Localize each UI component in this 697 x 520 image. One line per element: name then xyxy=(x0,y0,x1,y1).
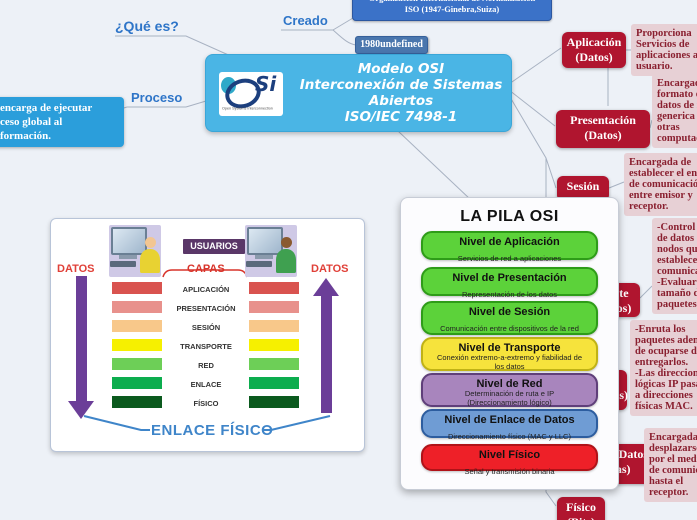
proceso-desc-line3: formación. xyxy=(0,130,52,142)
person-icon xyxy=(281,237,292,248)
monitor-icon xyxy=(247,227,283,255)
capas-figure-image: USUARIOS DATOS CAPAS DATOS APLICACIÓN PR… xyxy=(50,218,365,452)
layer-label-transporte: TRANSPORTE xyxy=(180,342,232,351)
computer-user-clipart-left xyxy=(109,225,161,277)
person-icon xyxy=(145,237,156,248)
keyboard-icon xyxy=(110,261,136,267)
desc-transporte[interactable]: -Control de flujode datos entre nodos qu… xyxy=(652,218,697,314)
central-node-title: Modelo OSI Interconexión de Sistemas Abi… xyxy=(299,61,503,125)
iso-line1: Organización Internacional de Normalizac… xyxy=(356,0,548,4)
up-arrowhead-icon xyxy=(313,278,339,296)
node-proceso-desc[interactable]: encarga de ejecutar ceso global al forma… xyxy=(0,97,124,147)
usuarios-badge: USUARIOS xyxy=(183,239,245,254)
node-creado[interactable]: Creado xyxy=(283,13,328,28)
node-proceso[interactable]: Proceso xyxy=(131,90,183,105)
up-arrow-icon xyxy=(321,296,332,413)
layer-label-enlace: ENLACE xyxy=(190,380,222,389)
node-modelo-osi-central[interactable]: Si Open Systems Interconnection Modelo O… xyxy=(205,54,512,132)
desc-enlace[interactable]: Encargada dedesplazarse por el mediode c… xyxy=(644,428,697,502)
osi-logo-text: Si xyxy=(255,72,277,96)
down-arrowhead-icon xyxy=(68,401,94,419)
node-aplicacion[interactable]: Aplicación (Datos) xyxy=(562,32,626,68)
computer-user-clipart-right xyxy=(245,225,297,277)
iso-line2: ISO (1947-Ginebra,Suiza) xyxy=(404,4,500,14)
osi-logo-crescent-icon xyxy=(221,77,236,94)
node-iso-organizacion[interactable]: Organización Internacional de Normalizac… xyxy=(352,0,552,21)
layer-label-red: RED xyxy=(198,361,214,370)
osi-logo: Si Open Systems Interconnection xyxy=(219,72,283,116)
node-year-1980[interactable]: 1980undefined xyxy=(355,36,428,54)
keyboard-icon xyxy=(246,261,272,267)
proceso-desc-line1: encarga de ejecutar xyxy=(0,102,93,114)
layer-label-presentacion: PRESENTACIÓN xyxy=(176,304,236,313)
monitor-icon xyxy=(111,227,147,255)
pila-osi-title: LA PILA OSI xyxy=(460,208,559,225)
node-sesion[interactable]: Sesión xyxy=(557,176,609,201)
node-presentacion[interactable]: Presentación (Datos) xyxy=(556,110,650,148)
capas-label: CAPAS xyxy=(187,263,225,275)
osi-logo-caption: Open Systems Interconnection xyxy=(222,107,273,111)
layer-label-aplicacion: APLICACIÓN xyxy=(182,285,230,294)
enlace-fisico-label: ENLACE FÍSICO xyxy=(151,422,274,439)
proceso-desc-line2: ceso global al xyxy=(0,116,63,128)
node-que-es[interactable]: ¿Qué es? xyxy=(115,18,179,34)
layer-label-fisico: FÍSICO xyxy=(193,399,219,408)
desc-presentacion[interactable]: Encargada delformato de los datos de man… xyxy=(652,74,697,148)
down-arrow-icon xyxy=(76,276,87,401)
datos-label-left: DATOS xyxy=(57,263,95,275)
datos-label-right: DATOS xyxy=(311,263,349,275)
layer-label-sesion: SESIÓN xyxy=(191,323,221,332)
node-fisico[interactable]: Físico (Bits) xyxy=(557,497,605,520)
